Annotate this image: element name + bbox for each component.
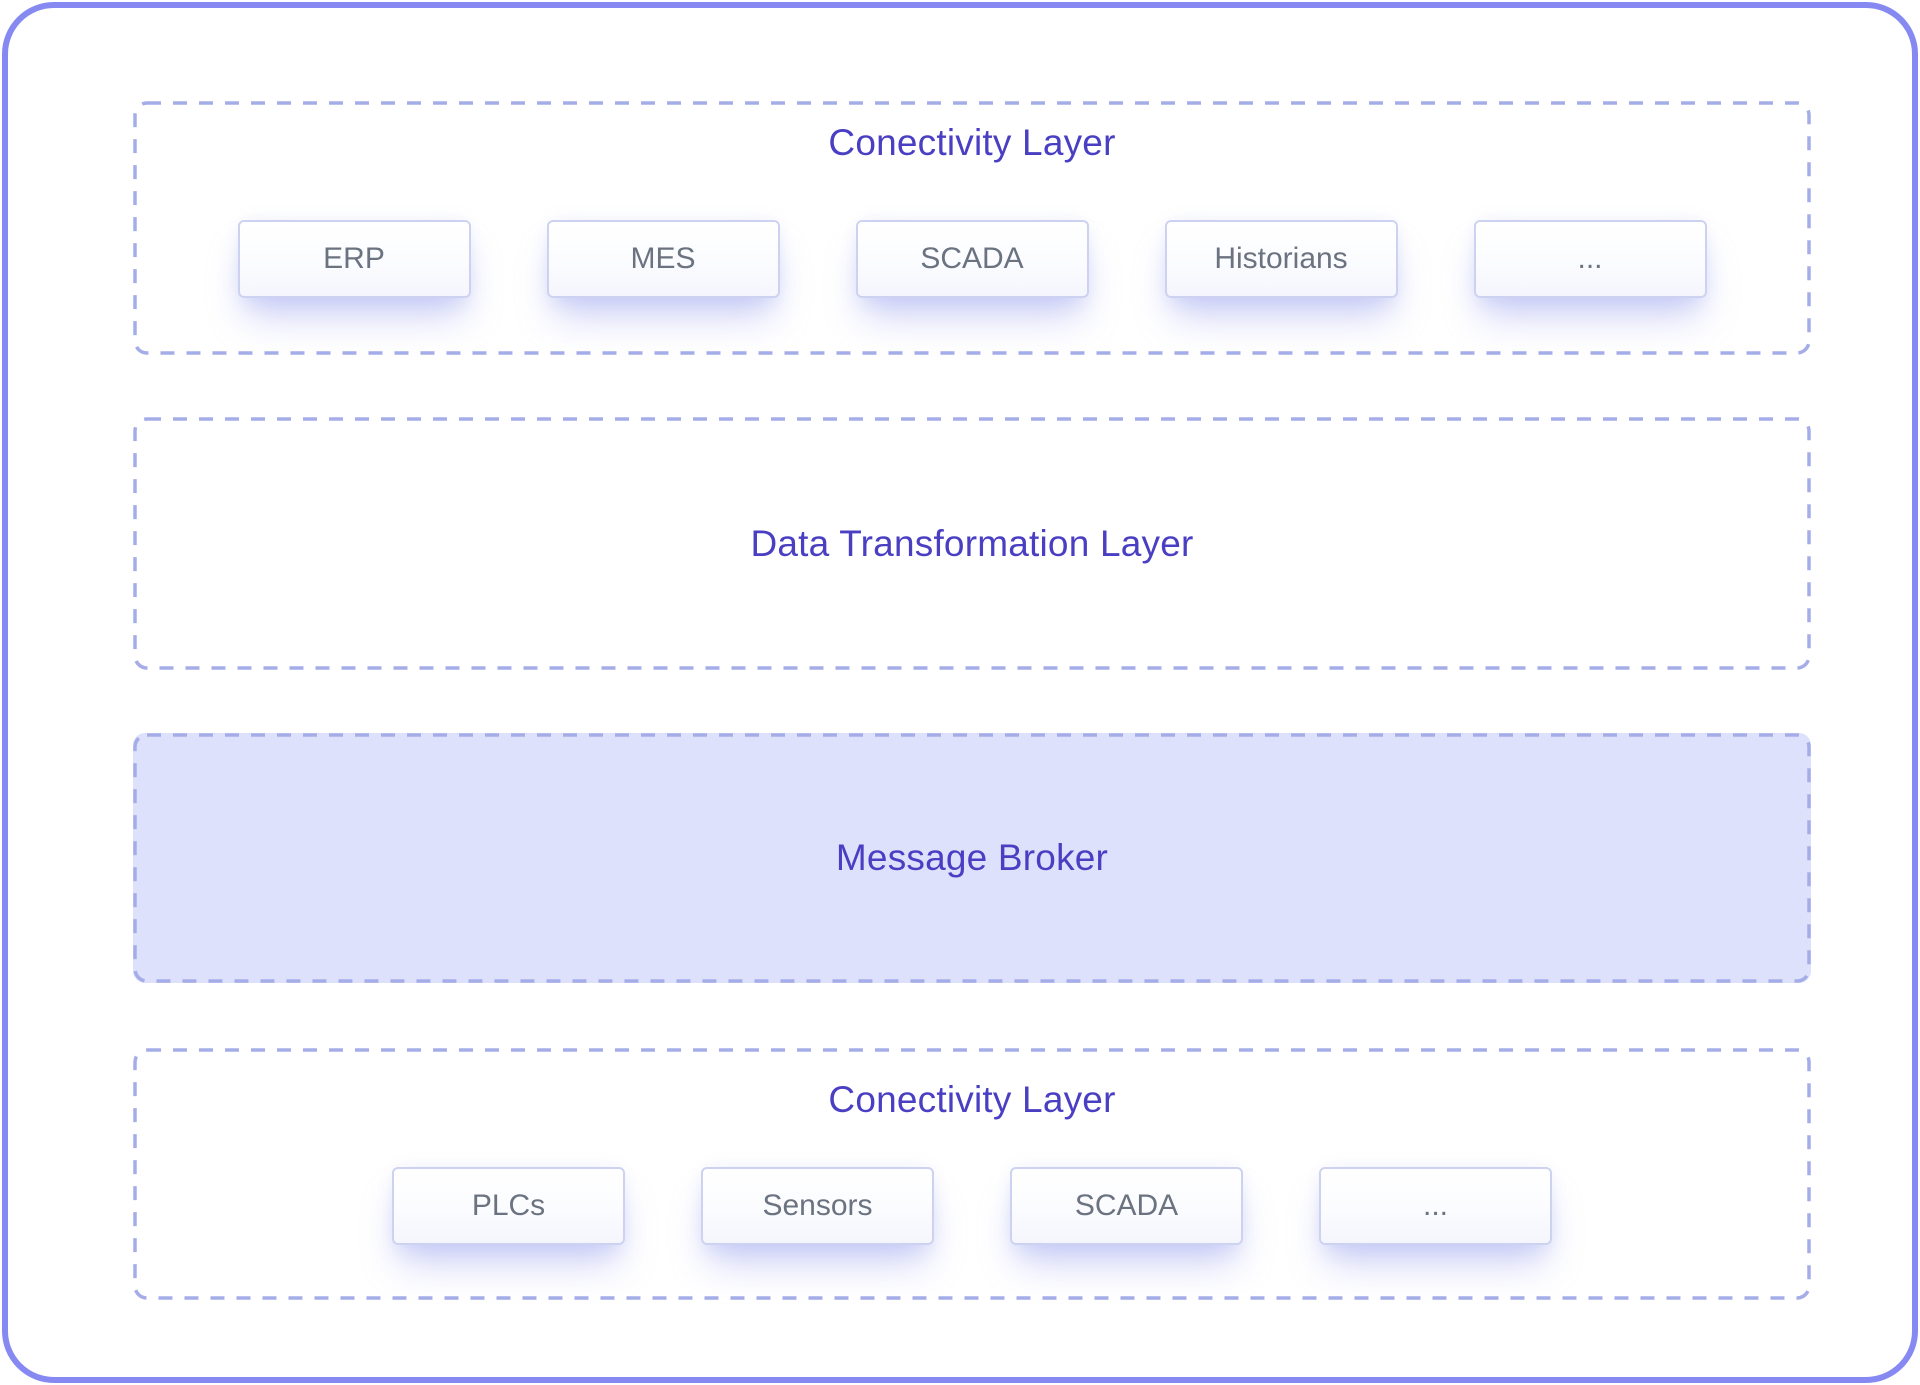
node-box-scada: SCADA [855, 220, 1089, 298]
node-row-bottom: PLCs Sensors SCADA... [133, 1167, 1811, 1245]
layer-title-data-transformation: Data Transformation Layer [750, 522, 1194, 564]
node-box-erp: ERP [237, 220, 471, 298]
layer-title-connectivity-top: Conectivity Layer [828, 122, 1116, 163]
node-box-historians: Historians [1164, 220, 1398, 298]
node-box-mes: MES [546, 220, 780, 298]
node-box-: ... [1319, 1167, 1552, 1245]
node-box-sensors: Sensors [701, 1167, 934, 1245]
section-data-transformation: Data Transformation Layer [133, 417, 1811, 670]
node-box-plcs: PLCs [392, 1167, 625, 1245]
section-connectivity-bottom: Conectivity Layer PLCs Sensors SCADA... [133, 1048, 1811, 1300]
section-message-broker: Message Broker [133, 733, 1811, 983]
layer-title-connectivity-bottom: Conectivity Layer [828, 1079, 1116, 1120]
node-row-top: ERP MES SCADA Historians... [133, 220, 1811, 298]
node-box-scada: SCADA [1010, 1167, 1243, 1245]
layer-title-message-broker: Message Broker [835, 837, 1109, 878]
section-connectivity-top: Conectivity Layer ERP MES SCADA Historians.… [133, 101, 1811, 355]
node-box-: ... [1473, 220, 1707, 298]
